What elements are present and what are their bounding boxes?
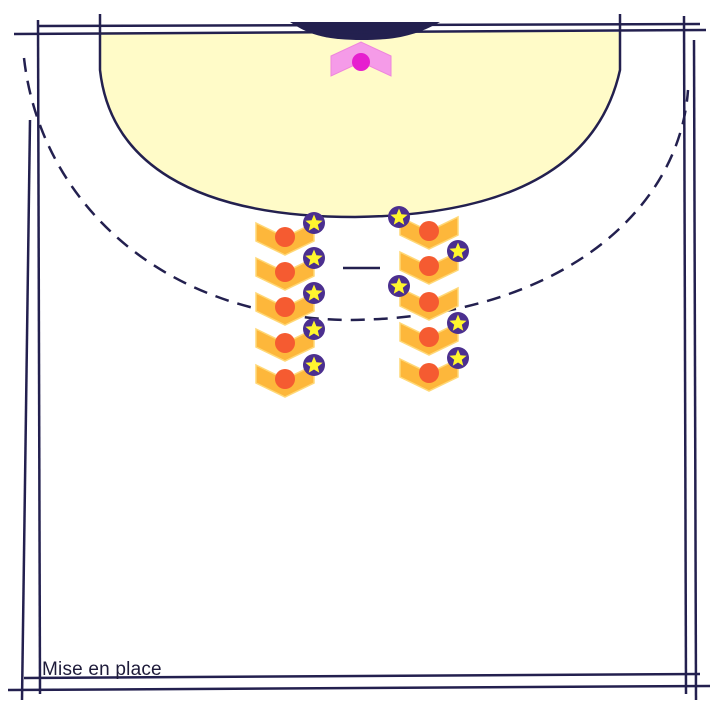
player-dot: [419, 292, 439, 312]
ball-star-icon: [390, 208, 408, 225]
player-dot: [419, 256, 439, 276]
player-dot: [419, 327, 439, 347]
free-throw-line: [22, 57, 690, 322]
goalkeeper: [330, 41, 392, 77]
player-left-4: [255, 318, 325, 362]
players: [255, 206, 469, 398]
player-dot: [419, 363, 439, 383]
ball-star-icon: [305, 284, 323, 301]
ball-star-icon: [390, 277, 408, 294]
goal-area-fill: [100, 32, 620, 217]
ball-star-icon: [305, 214, 323, 231]
player-dot: [419, 221, 439, 241]
goal-area-line: [98, 14, 622, 219]
player-right-1: [388, 206, 459, 250]
player-dot: [275, 297, 295, 317]
player-right-4: [399, 312, 469, 356]
player-dot: [275, 369, 295, 389]
goalkeeper-dot: [352, 53, 370, 71]
player-right-3: [388, 275, 459, 321]
player-left-2: [255, 247, 325, 291]
player-right-2: [399, 240, 469, 285]
ball-star-icon: [305, 356, 323, 373]
ball-star-icon: [305, 320, 323, 337]
player-left-3: [255, 282, 325, 326]
player-left-1: [255, 212, 325, 256]
ball-star-icon: [449, 242, 467, 259]
player-dot: [275, 227, 295, 247]
court-outline: [7, 15, 711, 701]
player-dot: [275, 262, 295, 282]
player-dot: [275, 333, 295, 353]
ball-star-icon: [305, 249, 323, 266]
diagram-caption: Mise en place: [42, 659, 162, 680]
player-left-5: [255, 354, 325, 398]
ball-star-icon: [449, 349, 467, 366]
ball-star-icon: [449, 314, 467, 331]
player-right-5: [399, 347, 469, 392]
